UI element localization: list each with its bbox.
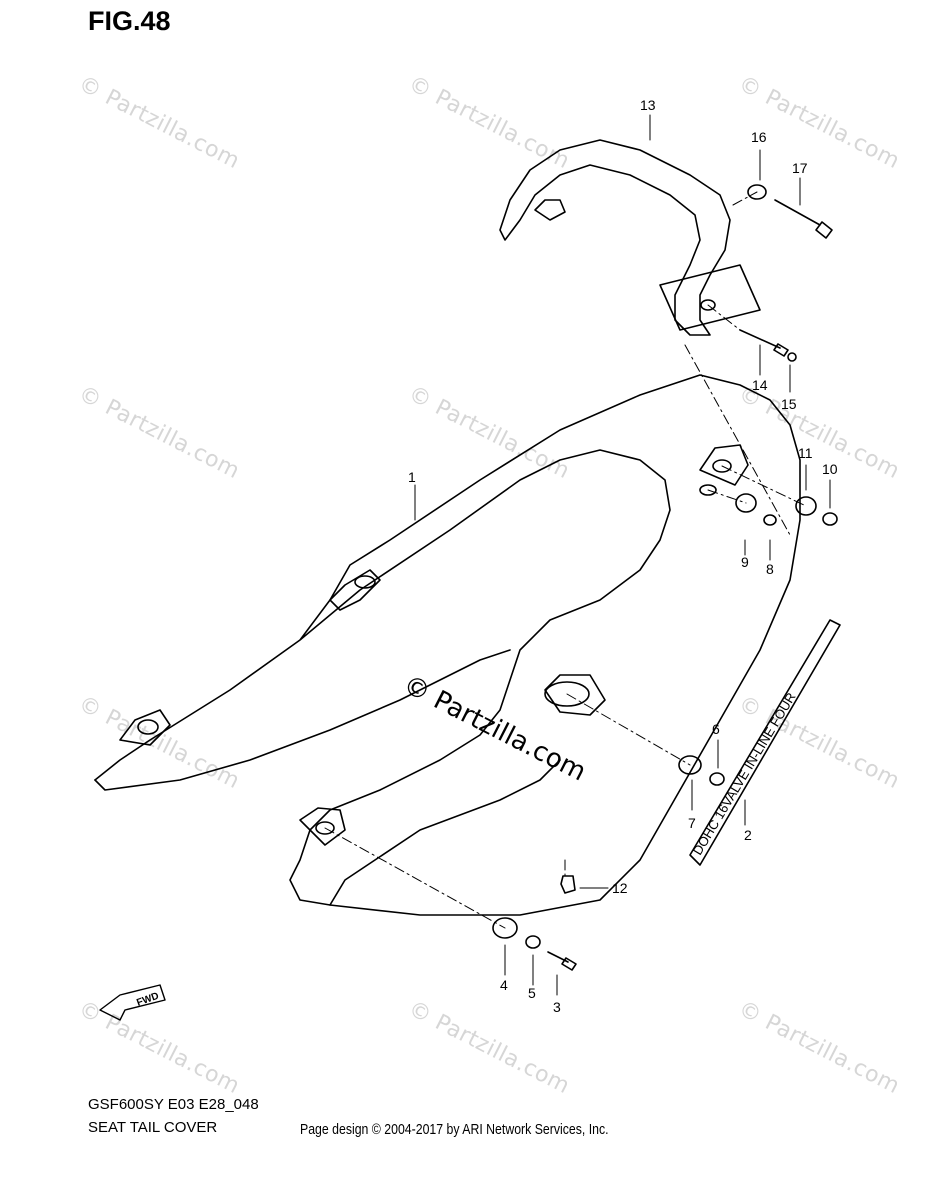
mounting-hole — [712, 459, 732, 473]
fwd-arrow — [99, 984, 166, 1021]
callout-8: 8 — [766, 561, 774, 577]
callout-11: 11 — [798, 445, 813, 461]
mounting-hole — [137, 719, 159, 735]
grommet-7 — [678, 755, 702, 775]
callout-10: 10 — [822, 461, 838, 477]
grab-handle — [499, 139, 731, 336]
callout-7: 7 — [688, 815, 696, 831]
seat-tail-cover — [94, 374, 801, 916]
bolt-14 — [739, 329, 789, 357]
callout-14: 14 — [752, 377, 768, 393]
callout-13: 13 — [640, 97, 656, 113]
collar-6 — [709, 772, 725, 786]
callout-5: 5 — [528, 985, 536, 1001]
callout-6: 6 — [712, 721, 720, 737]
nut-15 — [787, 352, 797, 362]
mounting-hole — [544, 681, 590, 707]
bolt-3 — [547, 951, 577, 971]
grommet-4 — [492, 917, 518, 939]
footer-diagram-code: GSF600SY E03 E28_048 — [88, 1096, 259, 1113]
callout-9: 9 — [741, 554, 749, 570]
collar-8 — [763, 514, 777, 526]
grommet-11 — [795, 496, 817, 516]
washer-16 — [747, 184, 767, 200]
decal-strip — [689, 619, 841, 866]
collar-5 — [525, 935, 541, 949]
grommet-9 — [735, 493, 757, 513]
mounting-hole — [699, 484, 717, 496]
callout-2: 2 — [744, 827, 752, 843]
bolt-17 — [774, 199, 833, 239]
callout-1: 1 — [408, 469, 416, 485]
callout-17: 17 — [792, 160, 808, 176]
callout-16: 16 — [751, 129, 767, 145]
mounting-hole — [315, 821, 335, 835]
figure-title: FIG.48 — [88, 6, 171, 36]
callout-15: 15 — [781, 396, 797, 412]
callout-4: 4 — [500, 977, 508, 993]
callout-3: 3 — [553, 999, 561, 1015]
footer-credit: Page design © 2004-2017 by ARI Network S… — [300, 1121, 609, 1138]
clip-12 — [560, 875, 576, 894]
fwd-label: FWD — [135, 991, 160, 1009]
mounting-hole — [354, 575, 376, 589]
callout-12: 12 — [612, 880, 628, 896]
footer-diagram-name: SEAT TAIL COVER — [88, 1119, 218, 1136]
collar-10 — [822, 512, 838, 526]
